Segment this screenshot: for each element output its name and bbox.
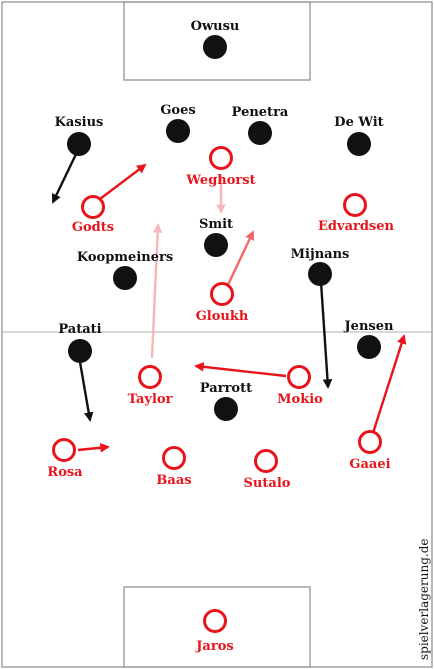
rosa-arrow [77, 442, 110, 453]
player-label-weghorst: Weghorst [185, 173, 255, 188]
player-label-koopmeiners: Koopmeiners [77, 250, 173, 265]
player-dot-smit [204, 233, 228, 257]
player-label-gloukh: Gloukh [196, 309, 249, 324]
player-label-parrott: Parrott [200, 381, 252, 396]
player-dot-parrott [214, 397, 238, 421]
player-ring-mokio [287, 365, 311, 389]
player-label-owusu: Owusu [191, 19, 240, 34]
player-dot-owusu [203, 35, 227, 59]
player-label-patati: Patati [58, 322, 101, 337]
player-label-sutalo: Sutalo [244, 476, 291, 491]
player-label-godts: Godts [72, 220, 114, 235]
player-ring-gloukh [210, 282, 234, 306]
player-ring-rosa [52, 438, 76, 462]
watermark-text: spielverlagerung.de [417, 539, 431, 660]
player-label-goes: Goes [160, 103, 195, 118]
player-ring-godts [81, 195, 105, 219]
patati-arrow [78, 361, 94, 422]
player-dot-mijnans [308, 262, 332, 286]
player-dot-koopmeiners [113, 266, 137, 290]
bottom-penalty-box [123, 586, 311, 668]
player-ring-weghorst [209, 146, 233, 170]
player-label-gaaei: Gaaei [349, 457, 390, 472]
player-label-rosa: Rosa [47, 465, 83, 480]
player-label-dewit: De Wit [334, 115, 383, 130]
player-label-edvardsen: Edvardsen [318, 219, 395, 234]
player-label-mokio: Mokio [277, 392, 323, 407]
player-dot-patati [68, 339, 92, 363]
player-label-smit: Smit [199, 217, 233, 232]
player-label-baas: Baas [156, 473, 191, 488]
gloukh-arrow [224, 230, 255, 290]
player-ring-gaaei [358, 430, 382, 454]
player-label-kasius: Kasius [55, 115, 104, 130]
player-dot-jensen [357, 335, 381, 359]
player-ring-sutalo [254, 449, 278, 473]
player-label-jensen: Jensen [344, 319, 394, 334]
player-dot-dewit [347, 132, 371, 156]
player-ring-baas [162, 446, 186, 470]
player-ring-taylor [138, 365, 162, 389]
godts-arrow [95, 163, 147, 203]
mokio-arrow [194, 362, 287, 378]
player-ring-edvardsen [343, 193, 367, 217]
top-penalty-box [123, 1, 311, 81]
kasius-arrow [51, 149, 80, 204]
taylor-arrow [150, 223, 163, 359]
player-label-taylor: Taylor [128, 392, 173, 407]
player-ring-jaros [203, 609, 227, 633]
player-dot-goes [166, 119, 190, 143]
player-dot-kasius [67, 132, 91, 156]
player-label-penetra: Penetra [232, 105, 289, 120]
player-label-jaros: Jaros [195, 639, 233, 654]
mijnans-arrow [319, 281, 333, 389]
player-dot-penetra [248, 121, 272, 145]
player-label-mijnans: Mijnans [291, 247, 350, 262]
gaaei-arrow [371, 334, 407, 434]
